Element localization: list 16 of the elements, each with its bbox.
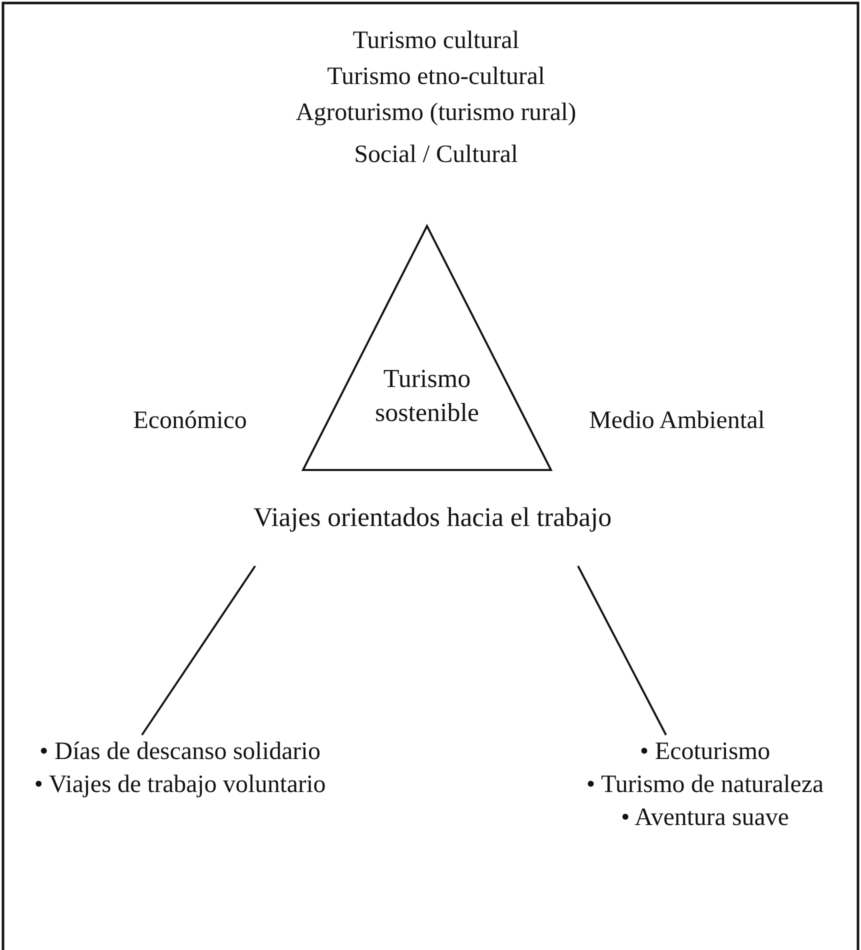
tourism-type-label: Turismo etno-cultural [327, 62, 545, 92]
tourism-type-label: Agroturismo (turismo rural) [296, 98, 576, 128]
list-item: • Ecoturismo [638, 737, 772, 767]
node-label: Turismo sostenible [374, 363, 480, 429]
dimension-label: Económico [133, 406, 247, 436]
dimension-label: Social / Cultural [354, 140, 518, 170]
connector-line [577, 566, 667, 736]
list-item: • Aventura suave [620, 803, 790, 833]
list-item: • Días de descanso solidario [38, 737, 322, 767]
heading-text: Viajes orientados hacia el trabajo [252, 501, 613, 534]
triangle-shape [300, 224, 554, 473]
list-item: • Turismo de naturaleza [585, 770, 825, 800]
tourism-type-label: Turismo cultural [352, 26, 520, 56]
dimension-label: Medio Ambiental [589, 406, 765, 436]
connector-line [141, 565, 256, 736]
list-item: • Viajes de trabajo voluntario [33, 770, 327, 800]
